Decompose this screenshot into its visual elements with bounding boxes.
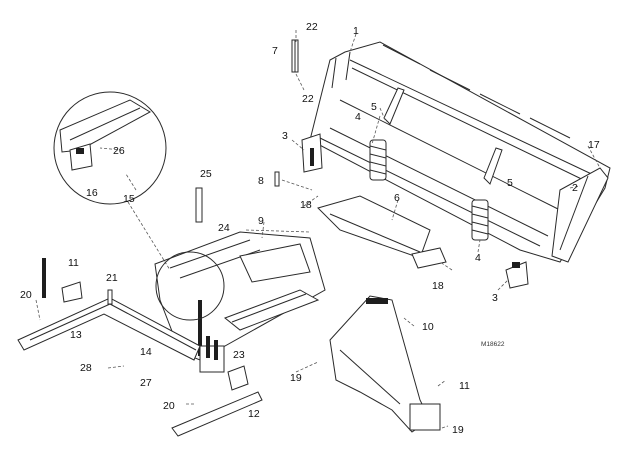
blade-assembly [309,41,611,263]
callout-16: 16 [86,187,98,199]
cross-bar [171,365,263,437]
trip-rod-lower [483,147,503,185]
callout-5-lower: 5 [507,177,513,189]
callout-11-right: 11 [459,380,470,392]
callout-18-right: 18 [432,280,444,292]
callout-24: 24 [218,222,230,234]
callouts: 1 2 3 3 4 4 5 5 6 7 8 9 10 11 11 12 13 1… [20,21,600,436]
compression-spring-lower [471,199,489,241]
callout-12: 12 [248,408,260,420]
callout-6: 6 [394,192,400,204]
main-frame [154,231,326,361]
callout-22-top: 22 [306,21,318,33]
callout-9: 9 [258,215,264,227]
callout-3-lower: 3 [492,292,498,304]
leader-lines [35,30,601,429]
callout-20-bottom: 20 [163,400,175,412]
lift-bracket [329,295,441,433]
callout-10: 10 [422,321,434,333]
callout-19-left: 19 [290,372,302,384]
callout-26: 26 [113,145,125,157]
callout-4-upper: 4 [355,111,361,123]
callout-18-left: 18 [300,199,312,211]
callout-3-upper: 3 [282,130,288,142]
callout-23: 23 [233,349,245,361]
callout-28: 28 [80,362,92,374]
callout-5-upper: 5 [371,101,377,113]
callout-21: 21 [106,272,118,284]
latch-23 [199,336,225,373]
callout-15: 15 [123,193,135,205]
callout-13: 13 [70,329,82,341]
callout-22-bottom: 22 [302,93,314,105]
callout-20-left: 20 [20,289,32,301]
detail-circle [53,91,171,271]
detail-circle-frame [155,251,225,321]
compression-spring-upper [369,139,387,181]
callout-17: 17 [588,139,600,151]
skid-shoe [505,261,529,289]
drawing-code: M18622 [481,341,505,348]
callout-4-lower: 4 [475,252,481,264]
push-beam [17,258,201,361]
callout-27: 27 [140,377,152,389]
callout-19-right: 19 [452,424,464,436]
callout-1: 1 [353,25,359,37]
callout-8: 8 [258,175,264,187]
callout-7: 7 [272,45,278,57]
mount-bracket [301,133,323,173]
bolt-8 [274,171,280,187]
callout-25: 25 [200,168,212,180]
trip-rod-upper [383,87,405,125]
callout-11-left: 11 [68,257,79,269]
callout-14: 14 [140,346,152,358]
callout-2: 2 [572,182,578,194]
pin-24 [195,187,203,223]
pivot-frame [317,195,447,269]
pin-7 [291,39,299,73]
